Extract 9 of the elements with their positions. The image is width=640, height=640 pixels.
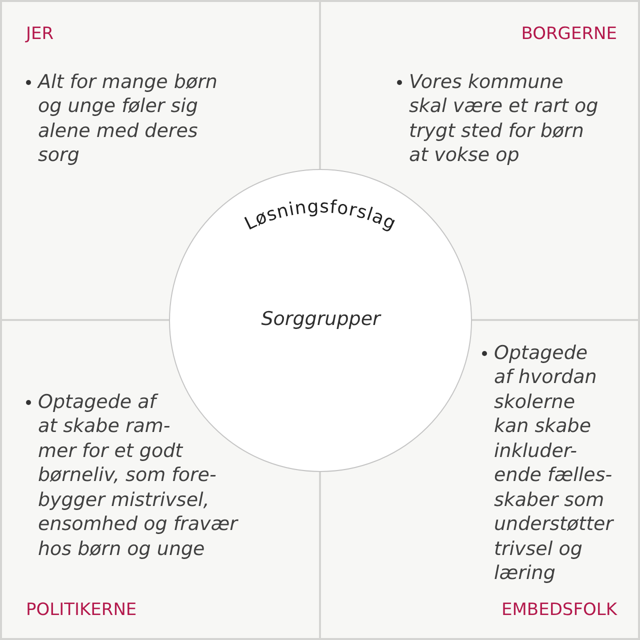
bullet-text: Optagede af at skabe ram- mer for et godt børneliv, som fore- bygger mistrivsel, ensomhed og fravær hos børn og unge (38, 390, 240, 561)
circle-label: Sorggrupper (261, 310, 380, 328)
bullet-text: Optagede af hvordan skolerne kan skabe inkluder- ende fælles- skaber som understøtter trivsel og læring (494, 340, 614, 586)
group-heading: BORGERNE (521, 26, 617, 43)
group-heading: POLITIKERNE (26, 602, 137, 619)
group-heading: JER (26, 26, 54, 43)
group-heading: EMBEDSFOLK (502, 602, 617, 619)
bullet-text: Vores kommune skal være et rart og trygt sted for børn at vokse op (409, 70, 600, 168)
bullet-text: Alt for mange børn og unge føler sig alene med deres sorg (38, 70, 218, 168)
